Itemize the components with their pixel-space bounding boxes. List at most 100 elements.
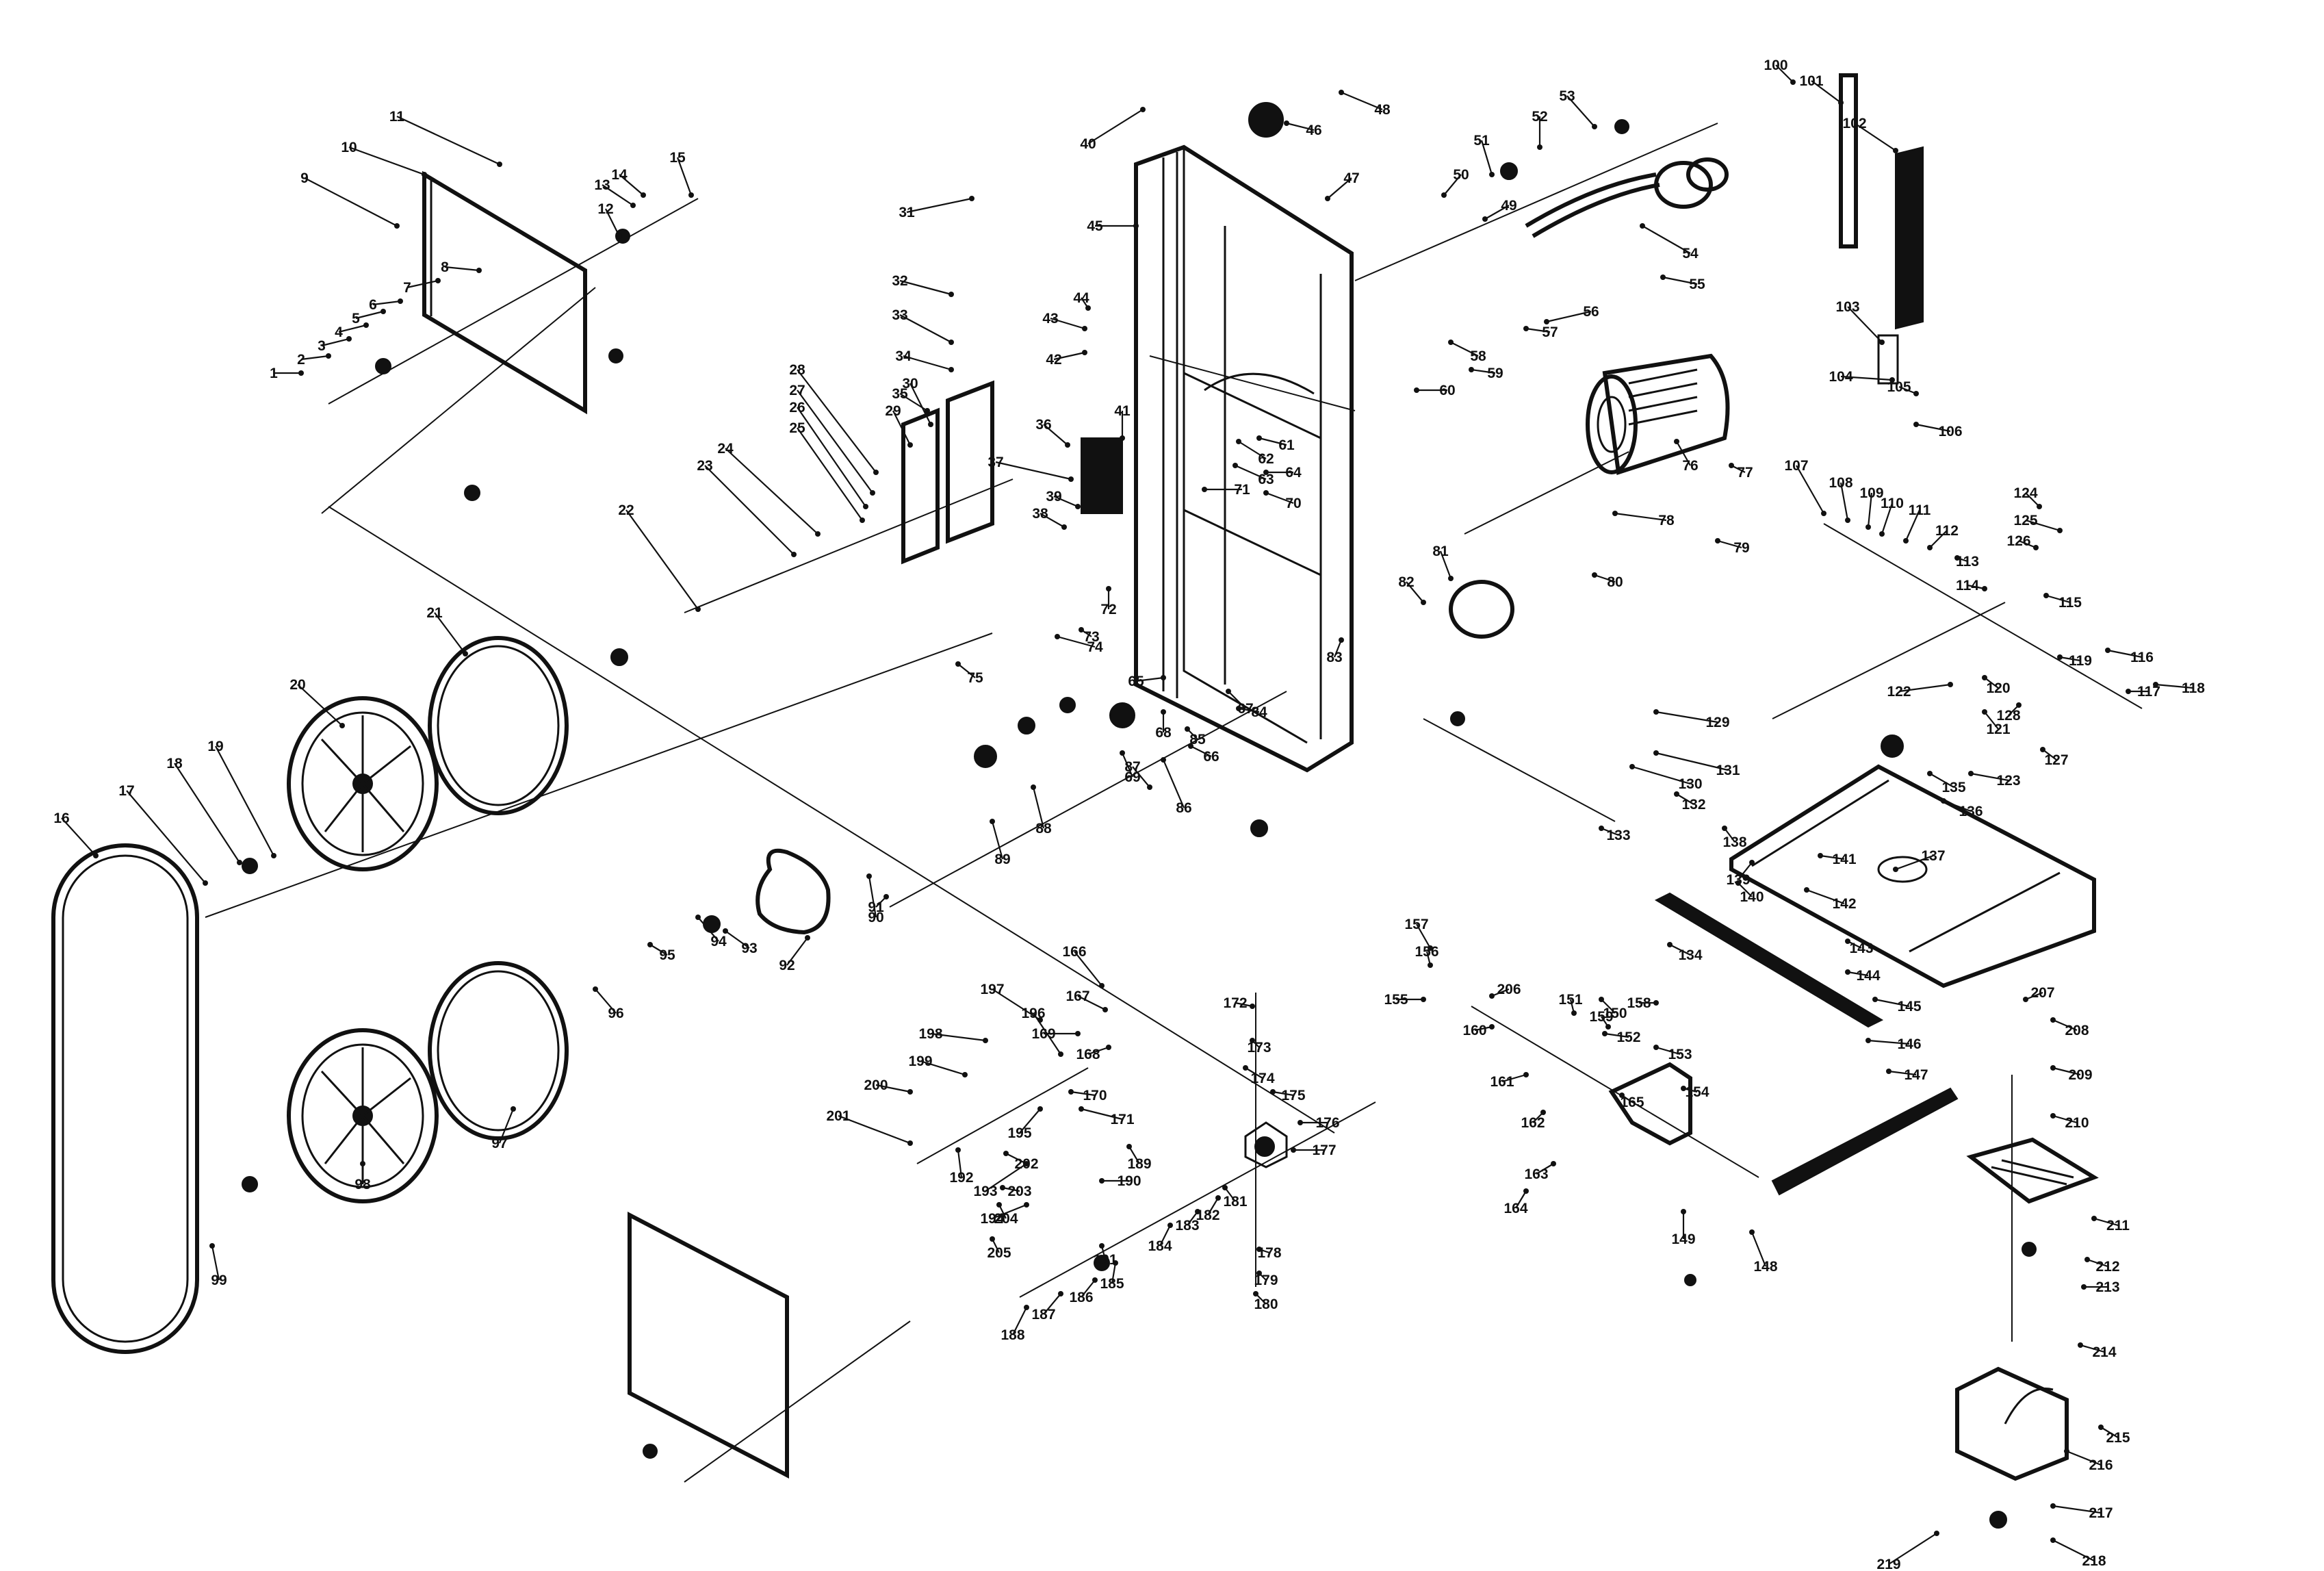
callout-point (1544, 319, 1549, 324)
callout-leader (1847, 971, 1869, 977)
callout-point (1653, 1045, 1659, 1050)
callout-point (380, 309, 386, 314)
callout-leader (995, 461, 1072, 481)
callout-leader (1820, 854, 1845, 860)
callout-point (2050, 1017, 2056, 1023)
callout-point (1428, 945, 1433, 951)
callout-leader (1840, 375, 1893, 381)
callout-leader (2052, 1505, 2102, 1514)
callout-leader (725, 448, 818, 535)
callout-leader (1450, 342, 1479, 357)
callout-point (1161, 675, 1166, 680)
callout-leader (676, 157, 693, 196)
part-number-label: 39 (1046, 489, 1061, 504)
callout-point (1222, 1185, 1228, 1190)
part-number-label: 137 (1921, 848, 1945, 864)
callout-point (1099, 983, 1105, 988)
callout-point (2023, 997, 2028, 1002)
part-number-label: 162 (1521, 1115, 1545, 1131)
callout-leader (1057, 635, 1096, 648)
callout-leader (1228, 691, 1246, 709)
callout-point (948, 340, 954, 345)
callout-point (1161, 709, 1166, 715)
part-number-label: 104 (1829, 369, 1852, 385)
callout-leader (957, 1149, 963, 1178)
callout-point (1075, 504, 1081, 509)
part-number-label: 62 (1258, 451, 1274, 467)
callout-point (1325, 196, 1330, 201)
part-number-label: 167 (1066, 988, 1089, 1004)
part-number-label: 101 (1799, 73, 1823, 89)
part-number-label: 138 (1722, 834, 1746, 850)
part-number-label: 206 (1497, 982, 1521, 997)
part-number-label: 110 (1881, 496, 1904, 511)
part-number-label: 93 (741, 941, 757, 956)
part-number-label: 125 (2013, 513, 2037, 528)
callout-point (1913, 391, 1919, 396)
callout-point (422, 172, 427, 177)
callout-leader (1847, 306, 1883, 343)
callout-leader (1416, 923, 1431, 949)
callout-leader (1898, 683, 1951, 693)
callout-leader (1070, 1090, 1096, 1097)
callout-leader (1439, 550, 1452, 579)
callout-point (1256, 435, 1262, 441)
part-number-label: 90 (868, 910, 883, 925)
callout-leader (1738, 862, 1753, 880)
callout-leader (1406, 581, 1424, 603)
callout-leader (1536, 1163, 1554, 1175)
callout-point (1893, 867, 1898, 872)
part-number-label: 84 (1251, 704, 1267, 720)
upper-cover-plate (422, 170, 587, 415)
callout-point (2050, 1065, 2056, 1071)
callout-leader (1604, 1032, 1629, 1038)
callout-leader (920, 1060, 966, 1076)
part-number-label: 95 (659, 947, 675, 963)
part-number-label: 16 (53, 810, 69, 826)
part-number-label: 78 (1658, 513, 1675, 528)
callout-point (1161, 757, 1166, 763)
part-number-label: 201 (826, 1108, 850, 1124)
callout-leader (1839, 482, 1849, 521)
callout-leader (1929, 773, 1954, 788)
dust-port (1525, 173, 1660, 238)
callout-point (1893, 148, 1898, 153)
part-number-label: 72 (1100, 602, 1116, 617)
callout-leader (1515, 1190, 1527, 1209)
callout-leader (2025, 991, 2043, 1001)
part-number-label: 119 (2069, 653, 2092, 669)
callout-point (925, 408, 930, 413)
callout-leader (1077, 995, 1106, 1010)
lower-wheel (287, 1028, 439, 1203)
part-number-label: 199 (908, 1053, 932, 1069)
part-number-label: 140 (1740, 889, 1764, 905)
callout-point (1099, 1243, 1105, 1249)
callout-point (1982, 586, 1987, 591)
callout-point (1722, 826, 1727, 831)
callout-leader (1888, 1533, 1937, 1565)
part-number-label: 151 (1558, 992, 1582, 1008)
part-number-label: 53 (1559, 88, 1575, 104)
callout-leader (1984, 677, 1999, 689)
part-number-label: 120 (1986, 680, 2010, 696)
part-number-label: 42 (1046, 352, 1061, 368)
part-number-label: 195 (1007, 1125, 1031, 1141)
part-number-label: 203 (1007, 1184, 1031, 1199)
callout-point (1865, 1038, 1871, 1043)
callout-point (1948, 682, 1953, 687)
callout-leader (2155, 683, 2194, 689)
part-number-label: 75 (967, 670, 983, 686)
part-number-label: 187 (1031, 1307, 1055, 1323)
callout-leader (1724, 828, 1735, 843)
callout-leader (355, 310, 384, 320)
callout-point (815, 531, 821, 537)
callout-point (1592, 124, 1597, 129)
part-number-label: 88 (1035, 821, 1052, 836)
callout-point (1941, 798, 1946, 804)
part-number-label: 74 (1087, 639, 1103, 655)
part-number-label: 168 (1076, 1047, 1100, 1062)
callout-point (1729, 463, 1734, 468)
part-number-label: 36 (1035, 417, 1051, 433)
callout-leader (1775, 64, 1794, 83)
callout-point (1749, 1229, 1755, 1235)
